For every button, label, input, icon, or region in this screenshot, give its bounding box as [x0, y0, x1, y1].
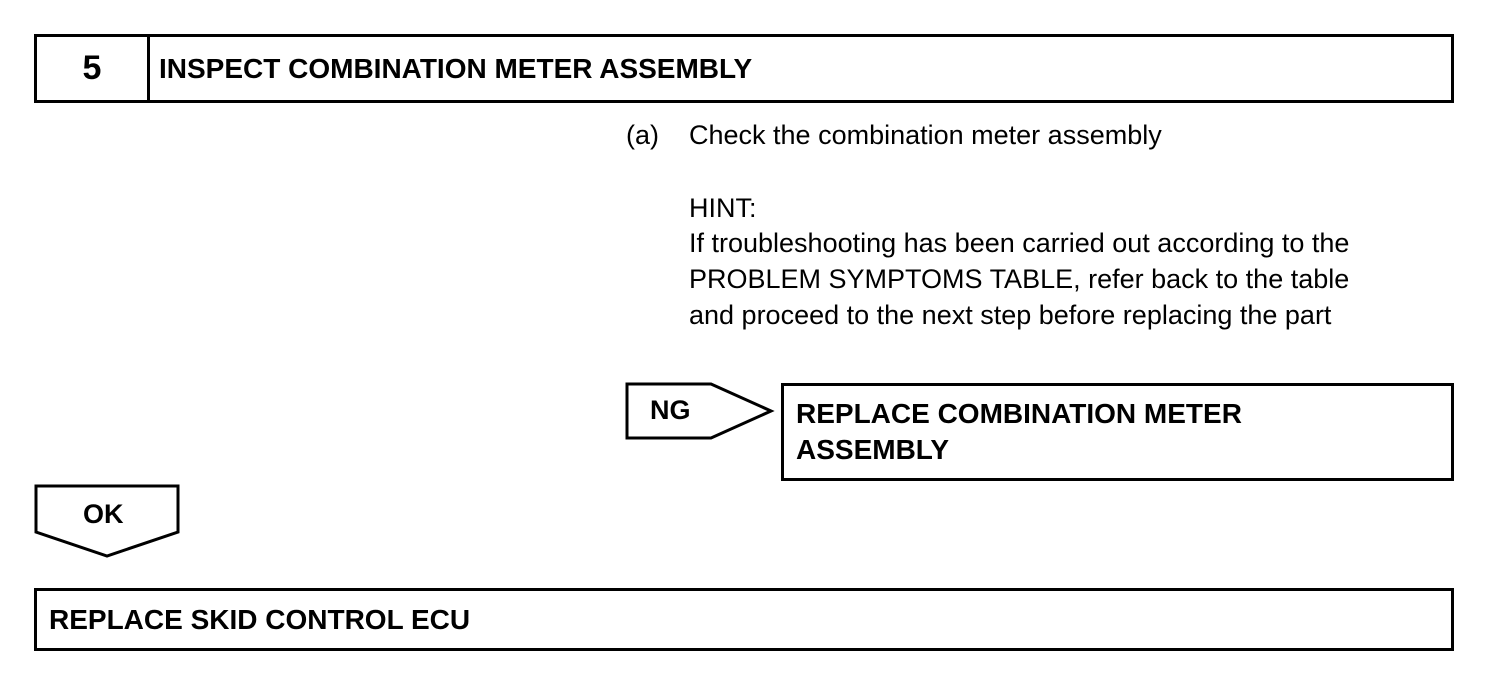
ok-label: OK [83, 499, 124, 529]
instruction-text: Check the combination meter assembly [689, 120, 1162, 150]
hint-text: If troubleshooting has been carried out … [689, 228, 1350, 330]
ok-arrow-icon [34, 484, 180, 558]
ok-result-box: REPLACE SKID CONTROL ECU [34, 588, 1454, 651]
step-number: 5 [37, 37, 150, 100]
step-title: INSPECT COMBINATION METER ASSEMBLY [159, 52, 753, 84]
ng-result-box: REPLACE COMBINATION METER ASSEMBLY [781, 383, 1454, 481]
ng-result-text: REPLACE COMBINATION METER ASSEMBLY [796, 398, 1242, 465]
ng-arrow-icon [625, 382, 775, 440]
step-header: 5 INSPECT COMBINATION METER ASSEMBLY [34, 34, 1454, 103]
ng-label: NG [650, 395, 691, 425]
ok-result-text: REPLACE SKID CONTROL ECU [49, 603, 471, 635]
instruction-marker: (a) [626, 120, 659, 150]
hint-label: HINT: [689, 193, 757, 223]
